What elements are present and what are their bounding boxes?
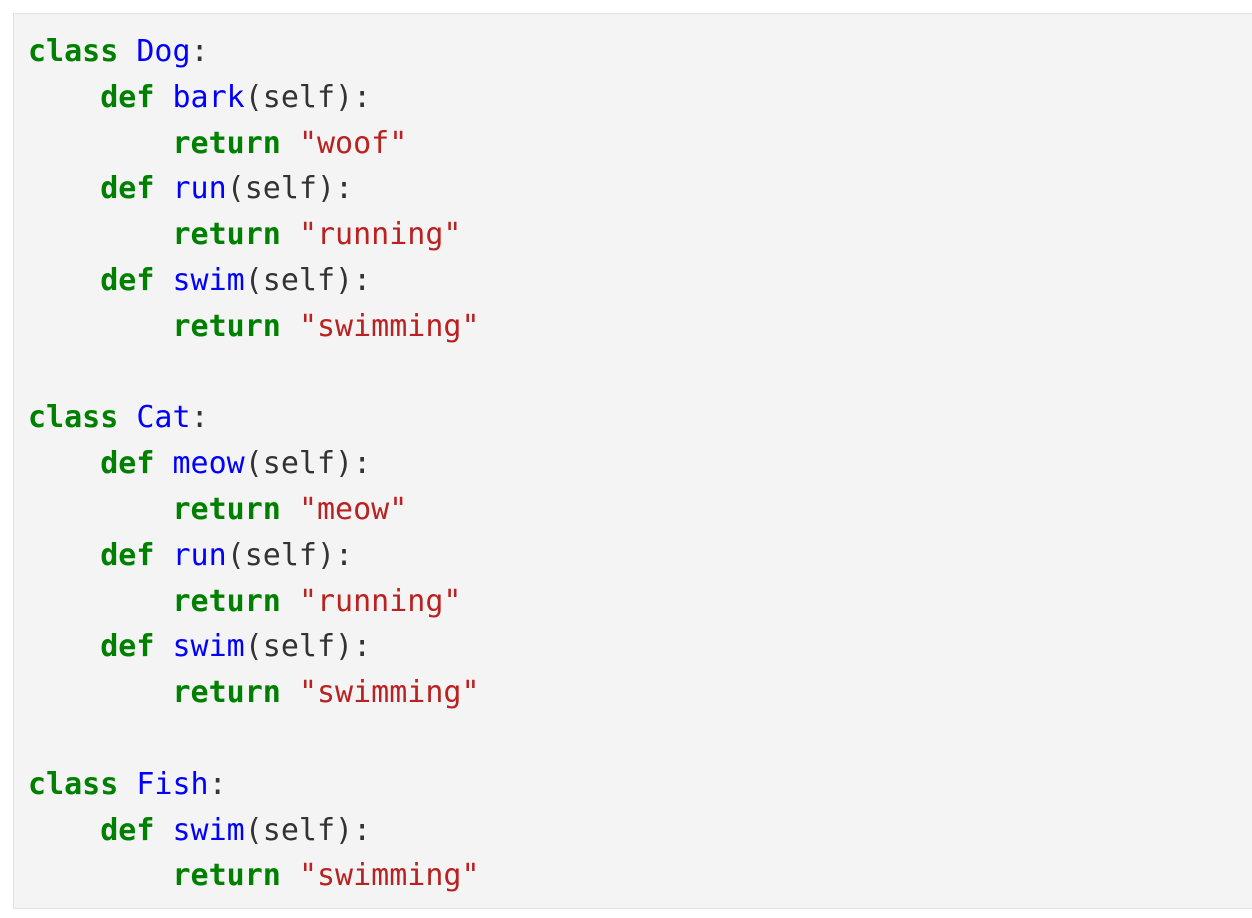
- code-token: Cat: [136, 400, 191, 436]
- code-token: [28, 263, 100, 298]
- code-line: return "swimming": [28, 670, 1252, 716]
- code-token: return: [172, 217, 281, 253]
- code-token: [28, 858, 173, 893]
- code-token: [28, 492, 173, 527]
- code-token: "swimming": [298, 858, 480, 894]
- code-token: :: [208, 766, 227, 802]
- code-line: [28, 716, 1252, 762]
- code-token: "running": [298, 583, 462, 619]
- code-token: [281, 492, 299, 527]
- code-token: [28, 309, 173, 344]
- code-token: def: [100, 262, 155, 298]
- code-token: [118, 767, 136, 802]
- code-token: [28, 813, 100, 848]
- code-token: [281, 858, 299, 893]
- code-token: "running": [298, 217, 462, 253]
- code-token: run: [172, 171, 227, 207]
- code-token: return: [172, 583, 281, 619]
- code-line: def swim(self):: [28, 258, 1252, 304]
- code-token: :: [190, 34, 209, 69]
- code-line: class Cat:: [28, 395, 1252, 441]
- code-token: [154, 629, 172, 664]
- code-token: [154, 446, 172, 481]
- code-token: Fish: [136, 766, 209, 802]
- code-token: def: [100, 629, 155, 665]
- code-token: [28, 629, 100, 664]
- code-token: "woof": [298, 125, 408, 161]
- code-token: return: [172, 308, 281, 344]
- code-line: return "swimming": [28, 853, 1252, 899]
- code-token: [154, 263, 172, 298]
- code-token: [154, 80, 172, 115]
- code-token: def: [100, 79, 155, 115]
- code-token: "meow": [298, 491, 408, 527]
- code-line: class Dog:: [28, 29, 1252, 75]
- code-token: [154, 538, 172, 573]
- code-content[interactable]: class Dog: def bark(self): return "woof"…: [14, 14, 1252, 899]
- code-line: return "running": [28, 579, 1252, 625]
- code-token: (self):: [244, 812, 372, 848]
- code-token: [28, 80, 100, 115]
- code-line: def run(self):: [28, 166, 1252, 212]
- code-token: def: [100, 171, 155, 207]
- code-token: [28, 217, 173, 252]
- code-token: return: [172, 491, 281, 527]
- code-token: meow: [172, 446, 245, 482]
- code-token: [28, 126, 173, 161]
- code-token: [154, 813, 172, 848]
- code-line: def bark(self):: [28, 75, 1252, 121]
- code-line: [28, 350, 1252, 396]
- code-token: [28, 171, 100, 206]
- code-token: [28, 538, 100, 573]
- code-token: "swimming": [298, 308, 480, 344]
- code-line: def swim(self):: [28, 808, 1252, 854]
- code-line: def run(self):: [28, 533, 1252, 579]
- code-token: "swimming": [298, 675, 480, 711]
- code-token: (self):: [226, 171, 354, 207]
- code-token: [154, 171, 172, 206]
- code-token: (self):: [244, 446, 372, 482]
- code-token: (self):: [244, 79, 372, 115]
- code-block: class Dog: def bark(self): return "woof"…: [13, 13, 1252, 909]
- code-token: bark: [172, 79, 245, 115]
- code-line: def meow(self):: [28, 441, 1252, 487]
- code-token: (self):: [226, 537, 354, 573]
- code-line: return "running": [28, 212, 1252, 258]
- code-token: [118, 34, 136, 69]
- code-line: return "swimming": [28, 304, 1252, 350]
- code-line: return "woof": [28, 121, 1252, 167]
- code-token: run: [172, 537, 227, 573]
- code-token: return: [172, 125, 281, 161]
- code-token: [28, 446, 100, 481]
- code-token: class: [28, 400, 119, 436]
- code-token: Dog: [136, 34, 191, 69]
- code-token: (self):: [244, 629, 372, 665]
- code-token: def: [100, 446, 155, 482]
- code-token: def: [100, 812, 155, 848]
- code-token: [28, 584, 173, 619]
- code-token: [281, 217, 299, 252]
- code-token: class: [28, 766, 119, 802]
- code-line: class Fish:: [28, 762, 1252, 808]
- code-line: def swim(self):: [28, 624, 1252, 670]
- code-token: return: [172, 858, 281, 894]
- code-token: swim: [172, 262, 245, 298]
- code-token: [118, 400, 136, 435]
- code-token: :: [190, 400, 209, 436]
- code-token: [281, 309, 299, 344]
- code-token: [28, 675, 173, 710]
- code-token: swim: [172, 812, 245, 848]
- code-token: return: [172, 675, 281, 711]
- code-token: (self):: [244, 262, 372, 298]
- code-token: [281, 126, 299, 161]
- code-token: [281, 675, 299, 710]
- code-token: class: [28, 34, 119, 69]
- code-token: swim: [172, 629, 245, 665]
- code-token: [281, 584, 299, 619]
- code-token: def: [100, 537, 155, 573]
- code-line: return "meow": [28, 487, 1252, 533]
